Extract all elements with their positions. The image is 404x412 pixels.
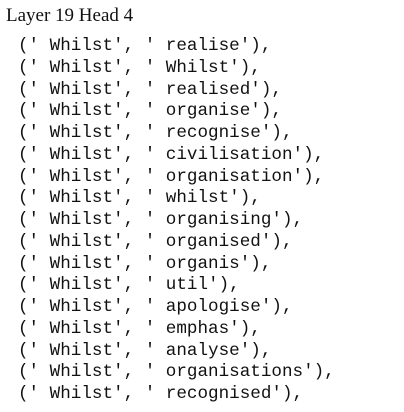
token-pair-row: (' Whilst', ' organising'), — [18, 210, 304, 230]
token-pair-row: (' Whilst', ' civilisation'), — [18, 144, 325, 165]
token-pair-row: (' Whilst', ' recognise'), — [18, 123, 293, 143]
token-pair-row: (' Whilst', ' realise'), — [18, 36, 272, 56]
token-pair-row: (' Whilst', ' whilst'), — [18, 188, 261, 209]
token-pair-row: (' Whilst', ' analyse'), — [18, 340, 272, 361]
token-pair-row: (' Whilst', ' organisations'), — [18, 362, 335, 383]
token-pair-row: (' Whilst', ' organis'), — [18, 253, 272, 274]
token-pair-row: (' Whilst', ' organised'), — [18, 231, 293, 252]
token-pair-row: (' Whilst', ' realised'), — [18, 79, 282, 100]
token-pair-row: (' Whilst', ' Whilst'), — [18, 57, 261, 78]
token-pair-row: (' Whilst', ' organise'), — [18, 101, 282, 122]
page-title: Layer 19 Head 4 — [6, 5, 134, 26]
token-pair-row: (' Whilst', ' recognised'), — [18, 384, 304, 404]
token-pair-row: (' Whilst', ' organisation'), — [18, 166, 325, 187]
token-pair-row: (' Whilst', ' emphas'), — [18, 318, 261, 339]
token-pair-list: (' Whilst', ' realise'), (' Whilst', ' W… — [18, 36, 335, 406]
token-pair-row: (' Whilst', ' apologise'), — [18, 297, 293, 317]
token-pair-row: (' Whilst', ' util'), — [18, 275, 240, 296]
